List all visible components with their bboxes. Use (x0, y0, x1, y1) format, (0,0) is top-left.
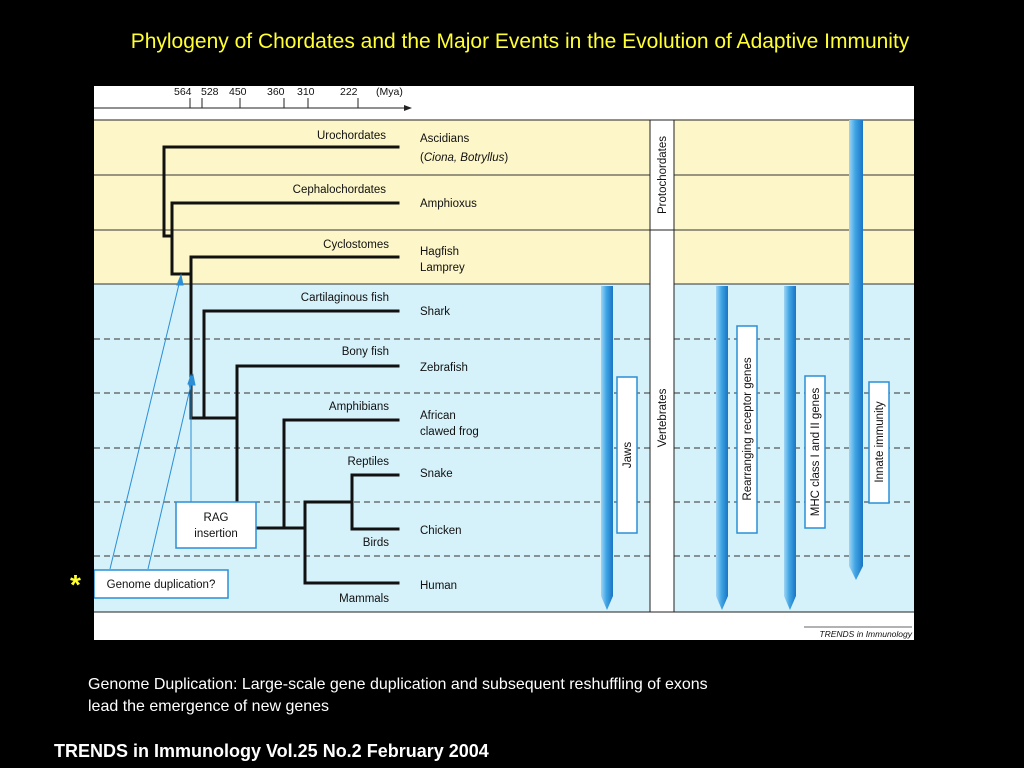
phylogeny-figure: 564 528 450 360 310 222 (Mya) Urochordat… (94, 86, 914, 640)
organism-lamprey: Lamprey (420, 262, 465, 274)
tick-label-310: 310 (297, 86, 315, 98)
tick-label-564: 564 (174, 86, 192, 98)
event-arrows (109, 273, 196, 570)
slide-title: Phylogeny of Chordates and the Major Eve… (130, 30, 910, 53)
tick-label-450: 450 (229, 86, 247, 98)
group-label-cyclostomes: Cyclostomes (323, 239, 389, 251)
organism-amphioxus: Amphioxus (420, 198, 477, 210)
organism-clawed-frog: clawed frog (420, 426, 479, 438)
caption: Genome Duplication: Large-scale gene dup… (88, 674, 888, 718)
tick-label-528: 528 (201, 86, 219, 98)
organism-human: Human (420, 580, 457, 592)
organism-african: African (420, 410, 456, 422)
rearranging-receptor-genes-label-box (736, 325, 758, 534)
tick-label-222: 222 (340, 86, 358, 98)
organism-chicken: Chicken (420, 525, 462, 537)
caption-line-1: Genome Duplication: Large-scale gene dup… (88, 676, 708, 693)
protochordates-column (649, 119, 675, 231)
innate-immunity-label: Innate immunity (874, 401, 886, 482)
organism-ascidians: Ascidians (420, 133, 469, 145)
group-label-mammals: Mammals (339, 593, 389, 605)
group-label-urochordates: Urochordates (317, 130, 386, 142)
genome-duplication-label: Genome duplication? (107, 579, 216, 591)
group-label-cartilaginous-fish: Cartilaginous fish (301, 292, 389, 304)
group-label-reptiles: Reptiles (347, 456, 389, 468)
mhc-genes-label-box (804, 375, 826, 529)
rag-insertion-line2: insertion (194, 528, 237, 540)
organism-hagfish: Hagfish (420, 246, 459, 258)
organism-zebrafish: Zebrafish (420, 362, 468, 374)
rearranging-receptor-genes-bar (716, 286, 728, 610)
phylogenetic-tree (162, 145, 400, 585)
group-label-cephalochordates: Cephalochordates (293, 184, 387, 196)
vertebrates-column (649, 229, 675, 613)
caption-line-2: lead the emergence of new genes (88, 698, 330, 715)
jaws-label-box (616, 376, 638, 534)
vertebrates-label: Vertebrates (657, 388, 669, 447)
phylogeny-diagram: 564 528 450 360 310 222 (Mya) Urochordat… (94, 86, 914, 639)
jaws-label: Jaws (622, 442, 634, 468)
group-label-bony-fish: Bony fish (342, 346, 389, 358)
rearranging-receptor-genes-label: Rearranging receptor genes (742, 357, 754, 500)
rag-insertion-box (175, 501, 257, 549)
mhc-genes-bar (784, 286, 796, 610)
protochordates-label: Protochordates (657, 136, 669, 214)
citation: TRENDS in Immunology Vol.25 No.2 Februar… (54, 741, 489, 761)
innate-immunity-bar (849, 120, 863, 580)
genome-duplication-box (94, 569, 229, 599)
organism-shark: Shark (420, 306, 450, 318)
highlight-star: * (70, 569, 81, 600)
row-separators (94, 174, 914, 557)
figure-credit: TRENDS in Immunology (819, 629, 912, 639)
group-label-amphibians: Amphibians (329, 401, 389, 413)
tick-label-360: 360 (267, 86, 285, 98)
organism-snake: Snake (420, 468, 453, 480)
organism-ascidians-genera: (Ciona, Botryllus) (420, 152, 508, 164)
timeline-unit: (Mya) (376, 86, 403, 98)
rag-insertion-line1: RAG (204, 512, 229, 524)
immune-feature-bars (601, 120, 863, 610)
group-label-birds: Birds (363, 537, 389, 549)
jaws-bar (601, 286, 613, 610)
innate-immunity-label-box (868, 381, 890, 504)
mhc-genes-label: MHC class I and II genes (810, 388, 822, 517)
timeline: 564 528 450 360 310 222 (Mya) (94, 86, 412, 111)
